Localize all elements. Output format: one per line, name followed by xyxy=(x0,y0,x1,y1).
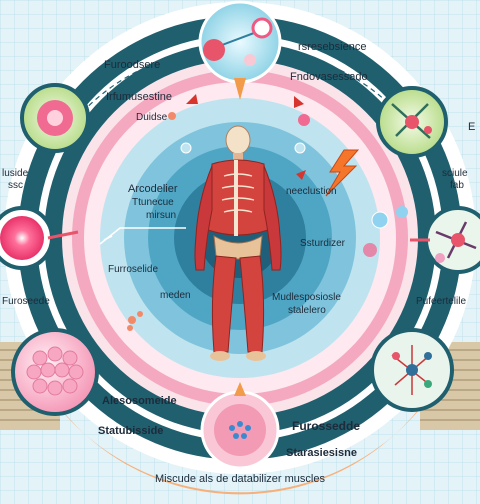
left-upper-cell-icon xyxy=(20,83,90,153)
label-duidse: Duidse xyxy=(136,112,168,123)
human-anatomy-figure xyxy=(194,125,282,361)
label-ssturdizer: Ssturdizer xyxy=(300,238,346,249)
right-lower-molecule-icon xyxy=(370,328,454,412)
cycle-arrow-ne xyxy=(339,69,421,141)
top-molecule-icon xyxy=(198,0,282,100)
label-center-left-3: mirsun xyxy=(146,210,176,221)
pointer-lines xyxy=(99,227,186,245)
label-center-left-2: Ttunecue xyxy=(132,197,174,208)
label-bottom-right-2: Starasiesisne xyxy=(286,447,357,459)
left-lower-cell-cluster-icon xyxy=(11,328,99,416)
right-upper-molecule-icon xyxy=(376,86,448,158)
label-right-mid-1: sciule xyxy=(442,168,468,179)
lightning-icon xyxy=(325,149,360,197)
label-muslesposiosle-2: stalelero xyxy=(288,305,326,316)
label-left-mid-2: ssc xyxy=(8,180,23,191)
red-arrow-icons xyxy=(186,94,306,180)
bottom-cell-icon xyxy=(200,382,280,470)
label-right-lower: Pufeertelile xyxy=(416,296,466,307)
right-mid-molecule-icon xyxy=(410,206,480,274)
label-right-edge: E xyxy=(468,121,475,133)
label-left-mid-1: luside xyxy=(2,168,29,179)
label-furroselide: Furroselide xyxy=(108,264,158,275)
label-bottom-right-1: Furossedde xyxy=(292,419,360,433)
label-bottom-left-2: Statubisside xyxy=(98,425,163,437)
label-arc-right: Fndovasessado xyxy=(290,71,368,83)
floating-particles xyxy=(127,112,408,331)
label-top-right: rsresebsience xyxy=(298,41,366,53)
label-neeclustion: neeclustion xyxy=(286,186,337,197)
label-meden: meden xyxy=(160,290,191,301)
footer-caption: Miscude als de databilizer muscles xyxy=(155,473,325,485)
left-mid-glow-icon xyxy=(0,206,79,270)
label-muslesposiosle-1: Mudlesposiosle xyxy=(272,292,341,303)
label-arc-left: Irfumusestine xyxy=(106,91,172,103)
label-left-lower: Furoseede xyxy=(2,296,50,307)
label-center-left-1: Arcodelier xyxy=(128,183,178,195)
label-bottom-left-1: Alesosomeide xyxy=(102,395,177,407)
label-right-mid-2: fab xyxy=(450,180,464,191)
label-top-left: Furoodsere xyxy=(104,59,160,71)
